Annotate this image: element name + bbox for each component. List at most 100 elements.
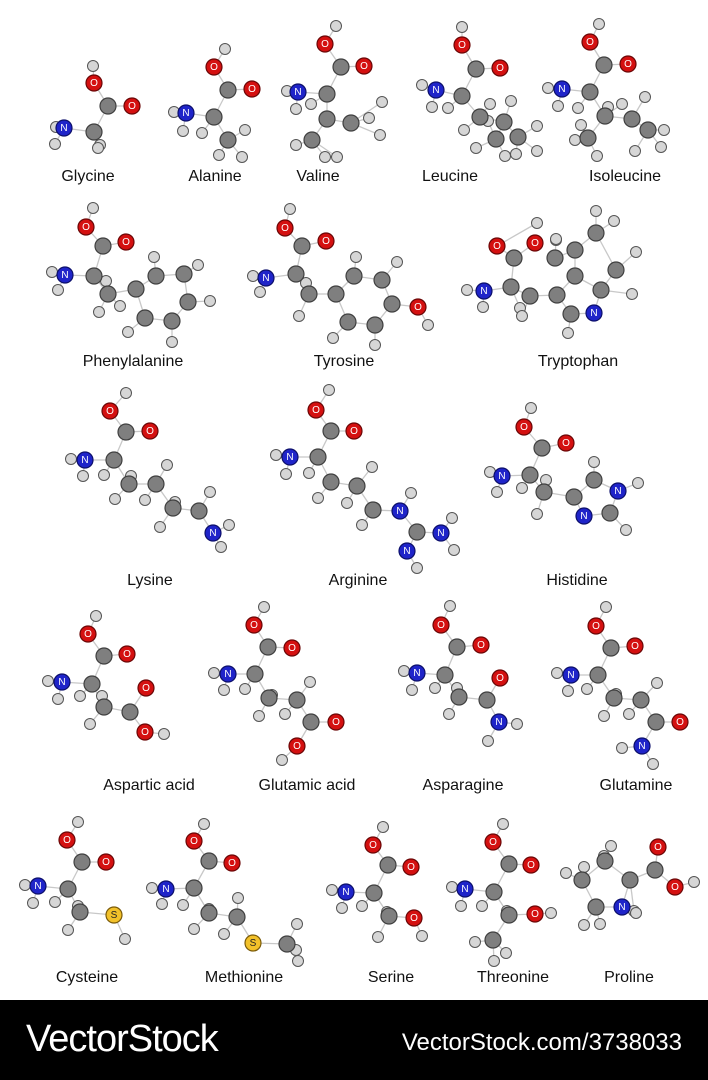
atom-symbol-n: N bbox=[558, 84, 565, 95]
atom-c bbox=[632, 691, 650, 709]
atom-h bbox=[448, 544, 460, 556]
atom-h bbox=[326, 884, 338, 896]
atom-symbol-o: O bbox=[123, 649, 131, 660]
atom-c bbox=[505, 249, 523, 267]
atom-c bbox=[219, 81, 237, 99]
atom-h bbox=[87, 202, 99, 214]
atom-symbol-o: O bbox=[322, 236, 330, 247]
atom-o bbox=[243, 80, 261, 98]
atom-symbol-o: O bbox=[84, 629, 92, 640]
atom-n bbox=[575, 507, 593, 525]
atom-h bbox=[120, 387, 132, 399]
atom-h bbox=[608, 215, 620, 227]
atom-h bbox=[304, 676, 316, 688]
atom-o bbox=[587, 617, 605, 635]
atom-h bbox=[327, 332, 339, 344]
atom-symbol-s: S bbox=[250, 938, 257, 949]
atom-h bbox=[531, 217, 543, 229]
atom-symbol-n: N bbox=[209, 528, 216, 539]
atom-o bbox=[245, 616, 263, 634]
atom-symbol-o: O bbox=[624, 59, 632, 70]
atom-symbol-o: O bbox=[671, 882, 679, 893]
atom-h bbox=[290, 103, 302, 115]
atom-h bbox=[446, 881, 458, 893]
atom-h bbox=[429, 682, 441, 694]
atom-c bbox=[379, 856, 397, 874]
atom-h bbox=[27, 897, 39, 909]
atom-c bbox=[200, 852, 218, 870]
atom-c bbox=[246, 665, 264, 683]
atom-h bbox=[177, 125, 189, 137]
atom-o bbox=[402, 858, 420, 876]
atom-symbol-n: N bbox=[614, 486, 621, 497]
atom-h bbox=[156, 898, 168, 910]
brand-logo[interactable]: VectorStock bbox=[26, 1018, 219, 1060]
atom-c bbox=[448, 638, 466, 656]
molecule-proline: NOO bbox=[560, 838, 700, 931]
atom-c bbox=[587, 224, 605, 242]
bonds bbox=[70, 392, 230, 548]
atom-h bbox=[516, 482, 528, 494]
atom-o bbox=[136, 723, 154, 741]
atom-h bbox=[406, 684, 418, 696]
bonds bbox=[275, 389, 455, 569]
atom-c bbox=[342, 114, 360, 132]
atom-c bbox=[117, 423, 135, 441]
atom-h bbox=[542, 82, 554, 94]
atom-h bbox=[62, 924, 74, 936]
atom-h bbox=[331, 151, 343, 163]
atom-c bbox=[596, 107, 614, 125]
atom-symbol-o: O bbox=[142, 683, 150, 694]
atom-h bbox=[510, 148, 522, 160]
atom-h bbox=[213, 149, 225, 161]
atom-h bbox=[236, 151, 248, 163]
atom-h bbox=[629, 145, 641, 157]
atom-h bbox=[341, 497, 353, 509]
atom-n bbox=[177, 104, 195, 122]
atom-h bbox=[531, 508, 543, 520]
atom-symbol-o: O bbox=[520, 422, 528, 433]
atom-h bbox=[292, 955, 304, 967]
atom-symbol-n: N bbox=[34, 881, 41, 892]
atom-symbol-n: N bbox=[342, 887, 349, 898]
atom-c bbox=[85, 123, 103, 141]
atom-h bbox=[511, 718, 523, 730]
atom-h bbox=[279, 708, 291, 720]
atom-h bbox=[65, 453, 77, 465]
atom-c bbox=[164, 499, 182, 517]
atom-symbol-o: O bbox=[496, 673, 504, 684]
atom-symbol-o: O bbox=[531, 238, 539, 249]
atom-h bbox=[572, 102, 584, 114]
atom-h bbox=[616, 742, 628, 754]
atom-h bbox=[455, 900, 467, 912]
atom-h bbox=[505, 95, 517, 107]
atom-c bbox=[621, 871, 639, 889]
atom-c bbox=[259, 638, 277, 656]
atom-o bbox=[317, 232, 335, 250]
atom-c bbox=[502, 278, 520, 296]
atom-c bbox=[595, 56, 613, 74]
molecule-phenylalanine: NOO bbox=[46, 202, 216, 348]
atom-h bbox=[688, 876, 700, 888]
atom-n bbox=[53, 673, 71, 691]
atom-n bbox=[157, 880, 175, 898]
atom-symbol-o: O bbox=[407, 862, 415, 873]
label-aspartic-acid: Aspartic acid bbox=[103, 777, 195, 794]
atom-symbol-o: O bbox=[676, 717, 684, 728]
atom-symbol-o: O bbox=[410, 913, 418, 924]
atom-h bbox=[484, 98, 496, 110]
atom-c bbox=[533, 439, 551, 457]
atom-c bbox=[581, 83, 599, 101]
atom-n bbox=[475, 282, 493, 300]
atom-o bbox=[432, 616, 450, 634]
atom-h bbox=[623, 708, 635, 720]
label-glycine: Glycine bbox=[61, 168, 115, 185]
atom-n bbox=[562, 666, 580, 684]
atom-c bbox=[566, 267, 584, 285]
atom-c bbox=[495, 113, 513, 131]
